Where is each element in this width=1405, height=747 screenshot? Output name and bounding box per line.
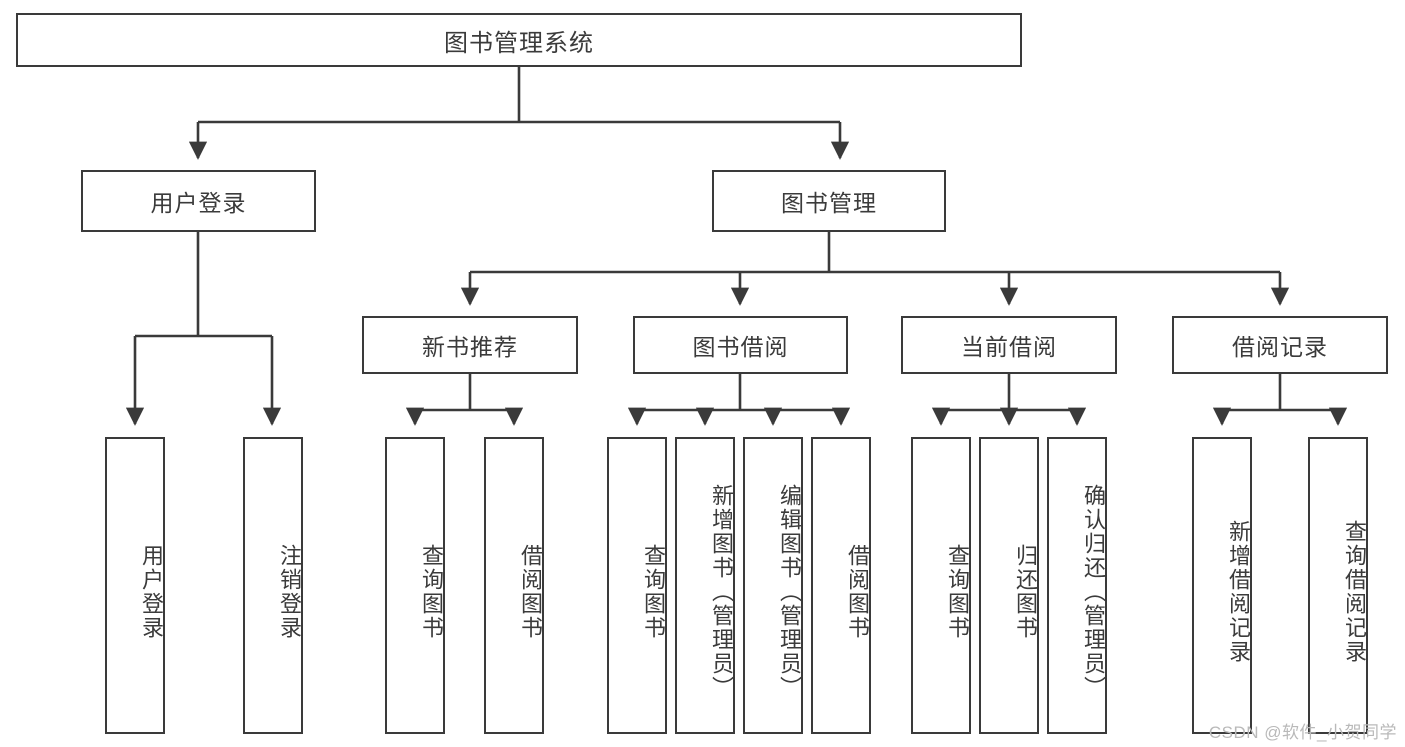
leaf-query-borrow-record[interactable]: 查询借阅记录 xyxy=(1308,437,1368,734)
node-label: 图书管理系统 xyxy=(444,29,594,57)
node-label: 查询图书 xyxy=(945,543,970,640)
node-label: 查询图书 xyxy=(419,543,444,640)
node-label: 借阅图书 xyxy=(845,543,870,640)
leaf-confirm-return-admin[interactable]: 确认归还（管理员） xyxy=(1047,437,1107,734)
node-label: 归还图书 xyxy=(1013,543,1038,640)
node-user-login[interactable]: 用户登录 xyxy=(81,170,316,232)
leaf-add-book-admin[interactable]: 新增图书（管理员） xyxy=(675,437,735,734)
node-label: 查询图书 xyxy=(641,543,666,640)
node-label: 图书借阅 xyxy=(692,334,789,360)
leaf-logout[interactable]: 注销登录 xyxy=(243,437,303,734)
node-new-book-recommend[interactable]: 新书推荐 xyxy=(362,316,578,374)
node-label: 新书推荐 xyxy=(422,334,518,360)
leaf-query-book-current[interactable]: 查询图书 xyxy=(911,437,971,734)
node-book-borrow[interactable]: 图书借阅 xyxy=(633,316,848,374)
node-root-system[interactable]: 图书管理系统 xyxy=(16,13,1022,67)
leaf-query-book-borrow[interactable]: 查询图书 xyxy=(607,437,667,734)
node-label: 借阅图书 xyxy=(518,543,543,640)
node-label: 新增图书（管理员） xyxy=(709,483,734,700)
node-book-management[interactable]: 图书管理 xyxy=(712,170,946,232)
leaf-edit-book-admin[interactable]: 编辑图书（管理员） xyxy=(743,437,803,734)
leaf-user-login[interactable]: 用户登录 xyxy=(105,437,165,734)
node-label: 查询借阅记录 xyxy=(1342,519,1367,664)
node-label: 图书管理 xyxy=(781,190,877,216)
node-label: 确认归还（管理员） xyxy=(1081,483,1106,700)
node-label: 用户登录 xyxy=(150,190,247,216)
node-label: 借阅记录 xyxy=(1232,334,1328,360)
node-current-borrow[interactable]: 当前借阅 xyxy=(901,316,1117,374)
watermark: CSDN @软件_小贺同学 xyxy=(1208,723,1397,742)
node-borrow-record[interactable]: 借阅记录 xyxy=(1172,316,1388,374)
node-label: 注销登录 xyxy=(277,543,302,640)
leaf-query-book-new[interactable]: 查询图书 xyxy=(385,437,445,734)
node-label: 当前借阅 xyxy=(961,334,1057,360)
node-label: 用户登录 xyxy=(139,543,164,640)
node-label: 编辑图书（管理员） xyxy=(777,483,802,700)
leaf-borrow-book[interactable]: 借阅图书 xyxy=(811,437,871,734)
leaf-add-borrow-record[interactable]: 新增借阅记录 xyxy=(1192,437,1252,734)
leaf-borrow-book-new[interactable]: 借阅图书 xyxy=(484,437,544,734)
node-label: 新增借阅记录 xyxy=(1226,519,1251,664)
leaf-return-book[interactable]: 归还图书 xyxy=(979,437,1039,734)
